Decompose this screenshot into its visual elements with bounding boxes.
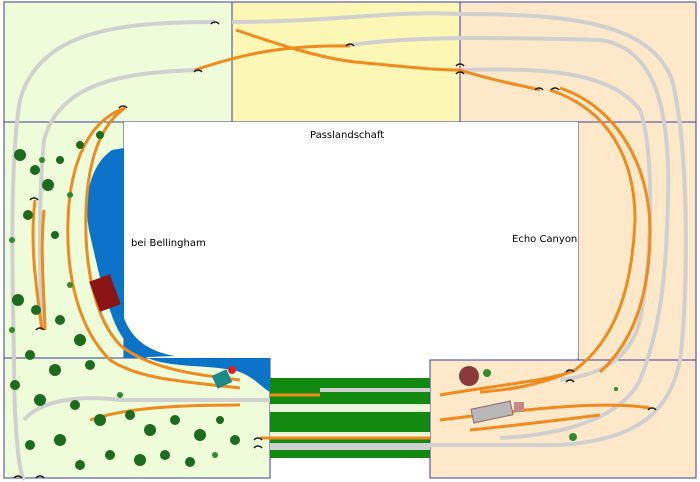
tree-icon — [74, 334, 86, 346]
tree-icon — [10, 380, 20, 390]
label-right: Echo Canyon — [512, 234, 577, 245]
tree-icon — [134, 454, 146, 466]
tree-icon — [105, 450, 115, 460]
tree-icon — [12, 294, 24, 306]
tree-icon — [75, 460, 85, 470]
label-top: Passlandschaft — [310, 130, 384, 141]
gray-tracks — [10, 11, 688, 482]
module-top-left — [3, 1, 233, 123]
trees — [10, 131, 240, 470]
tree-icon — [194, 429, 206, 441]
bushes — [9, 157, 618, 458]
label-left: bei Bellingham — [131, 238, 206, 249]
field-strip — [270, 432, 430, 438]
house-icon — [470, 400, 514, 424]
tree-icon — [96, 131, 104, 139]
tree-icon — [85, 360, 95, 370]
bush-icon — [212, 452, 218, 458]
tree-icon — [56, 156, 64, 164]
tree-icon — [94, 414, 106, 426]
tree-icon — [125, 410, 135, 420]
tree-icon — [23, 210, 33, 220]
center-area — [124, 122, 578, 358]
house-icon — [211, 369, 233, 389]
tree-icon — [230, 435, 240, 445]
tree-icon — [51, 231, 59, 239]
tree-icon — [30, 165, 40, 175]
house-icon — [89, 274, 121, 312]
bush-icon — [39, 157, 45, 163]
bush-icon — [67, 192, 73, 198]
tree-icon — [31, 305, 41, 315]
tree-icon — [55, 315, 65, 325]
house-icon — [514, 402, 524, 412]
bush-icon — [9, 237, 15, 243]
signal-icon — [228, 366, 236, 374]
tree-icon — [76, 141, 84, 149]
tree-icon — [70, 400, 80, 410]
switch-markers — [13, 21, 657, 479]
bush-icon — [614, 387, 618, 391]
bush-icon — [117, 392, 123, 398]
tree-icon — [170, 415, 180, 425]
bush-icon — [483, 369, 491, 377]
bush-icon — [569, 433, 577, 441]
tree-icon — [216, 416, 224, 424]
tree-icon — [25, 440, 35, 450]
tree-icon — [42, 179, 54, 191]
tree-icon — [459, 366, 479, 386]
bush-icon — [67, 282, 73, 288]
tree-icon — [185, 457, 195, 467]
tree-icon — [54, 434, 66, 446]
tree-icon — [160, 450, 170, 460]
tree-icon — [49, 364, 61, 376]
tree-icon — [34, 394, 46, 406]
tree-icon — [144, 424, 156, 436]
bush-icon — [9, 327, 15, 333]
tree-icon — [25, 350, 35, 360]
lake-shore — [102, 148, 175, 358]
tree-icon — [14, 149, 26, 161]
field-strip — [270, 404, 430, 412]
